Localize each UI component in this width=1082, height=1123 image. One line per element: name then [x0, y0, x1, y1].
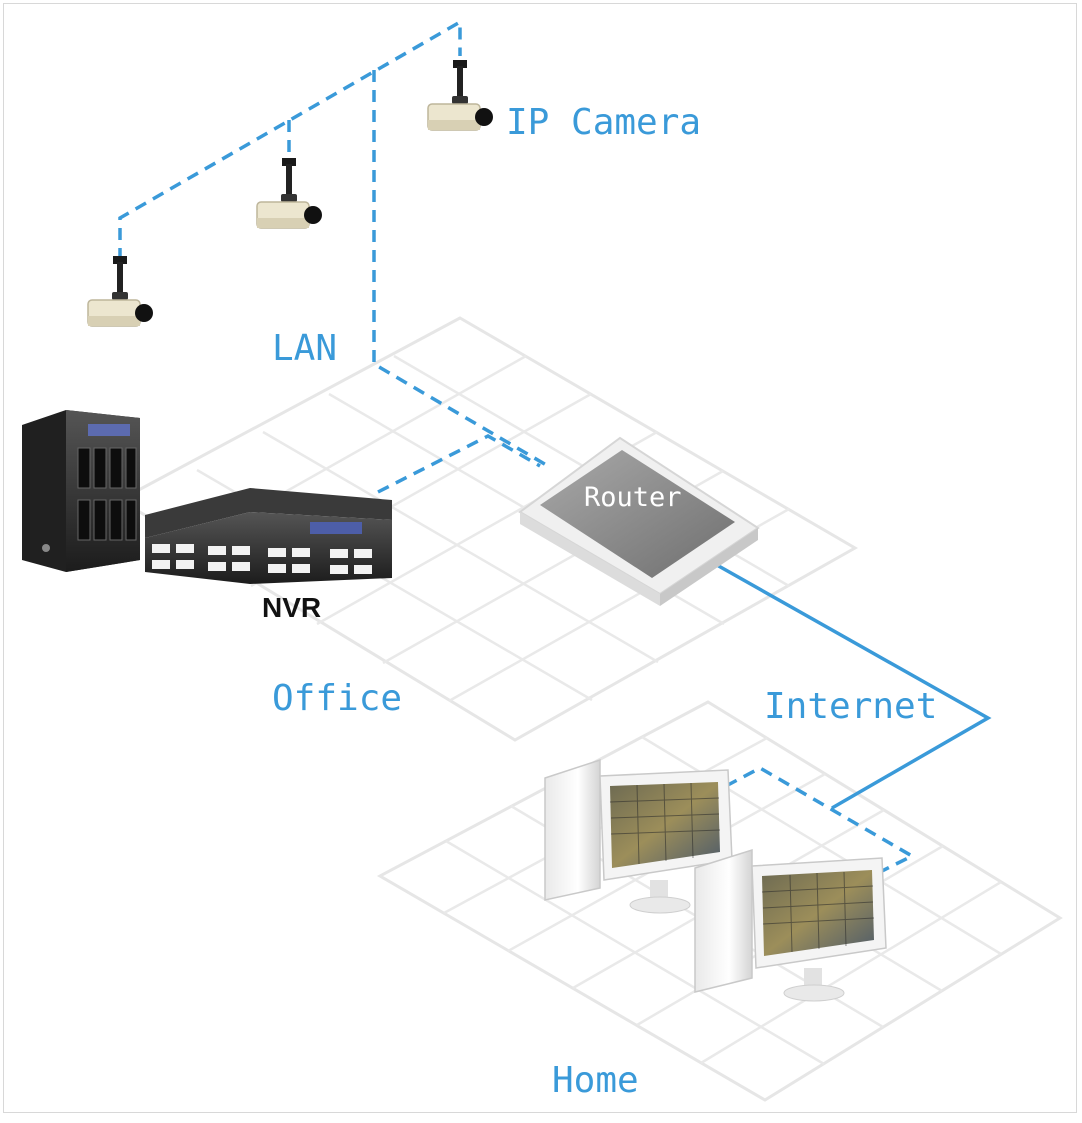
ip-camera-icon [87, 256, 153, 327]
nvr-router-link [377, 434, 541, 494]
ip-camera-label: IP Camera [506, 102, 701, 143]
desktop-pc-icon [544, 758, 733, 914]
router-icon [518, 436, 760, 606]
camera-bus-link [118, 18, 462, 260]
lan-label: LAN [272, 328, 337, 369]
home-label: Home [552, 1060, 639, 1101]
internet-link [707, 558, 992, 810]
lan-trunk-link [372, 70, 549, 468]
ip-camera-icon [427, 60, 493, 131]
desktop-pc-icon [694, 848, 887, 1002]
nas-tower-icon [22, 410, 140, 572]
office-label: Office [272, 678, 402, 719]
home-lan-link [725, 765, 916, 874]
router-label: Router [584, 482, 682, 513]
internet-label: Internet [764, 686, 937, 727]
lan-links [118, 18, 916, 874]
nvr-label: NVR [262, 592, 321, 623]
ip-camera-icon [256, 158, 322, 229]
nvr-rack-icon [145, 488, 392, 584]
